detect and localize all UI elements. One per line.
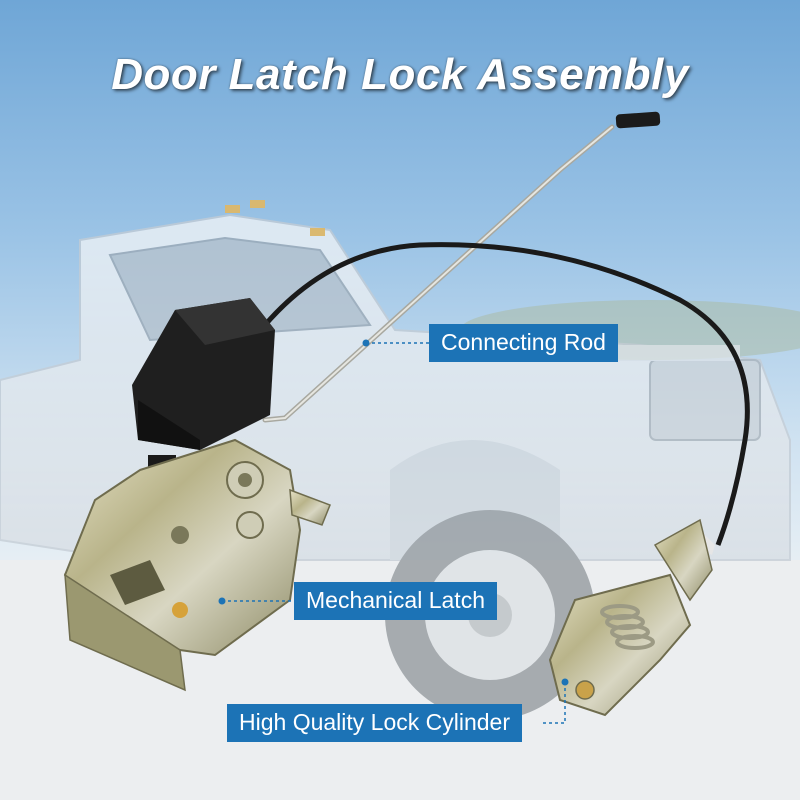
connecting-rod: [262, 111, 661, 423]
actuator-module: [132, 298, 275, 473]
callout-mechanical-latch: Mechanical Latch: [294, 582, 497, 620]
lock-cylinder: [548, 518, 715, 717]
rod-end-cap: [615, 111, 661, 129]
leader-lines: [222, 342, 566, 724]
leader-dots: [218, 339, 569, 686]
callout-connecting-rod: Connecting Rod: [429, 324, 618, 362]
page-title: Door Latch Lock Assembly: [111, 50, 689, 99]
callout-lock-cylinder: High Quality Lock Cylinder: [227, 704, 523, 742]
leader-lock-cylinder: [541, 682, 566, 724]
